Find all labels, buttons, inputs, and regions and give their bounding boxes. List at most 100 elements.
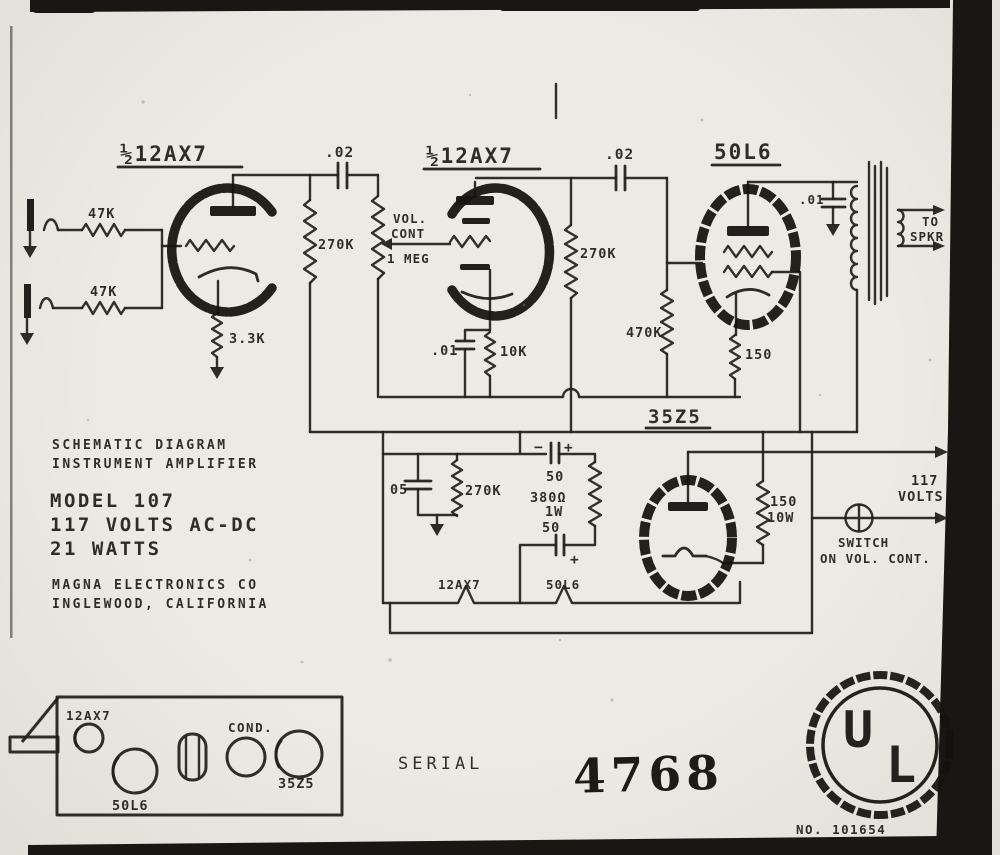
- resistor-470k: [659, 288, 675, 356]
- bottom-border-bar: [28, 836, 941, 855]
- left-border-line: [10, 26, 13, 638]
- ul-letter-u: U: [843, 701, 873, 759]
- label-r-input-2: 47K: [90, 284, 117, 300]
- label-switch-1: SWITCH: [838, 535, 889, 550]
- tube-v3-envelope: [695, 184, 801, 330]
- chassis-layout: 12AX7 50L6 COND. 35Z5: [8, 695, 344, 817]
- scan-border: [10, 0, 992, 855]
- label-c-filter-out: 50: [542, 520, 560, 536]
- label-vol-1: VOL.: [393, 211, 427, 226]
- chassis-socket-cond: [225, 736, 267, 778]
- label-spkr-1: TO: [922, 214, 939, 229]
- return-line: [388, 601, 814, 635]
- label-r-bias: 270K: [465, 483, 502, 499]
- serial-block: SERIAL 4768: [398, 746, 725, 805]
- ground-arrow-bias: [430, 524, 444, 536]
- resistor-150-10w: [755, 479, 771, 547]
- label-c-bias: 05: [390, 482, 408, 498]
- tube-v2-envelope: [447, 183, 555, 321]
- label-cap-minus: −: [534, 440, 544, 456]
- label-tube-v1: ½12AX7: [120, 142, 208, 166]
- tube-v3-plate: [727, 226, 769, 236]
- tube-v2-cathode: [460, 264, 490, 270]
- label-mains-117: 117: [911, 473, 938, 489]
- tube-v2-plate: [456, 196, 494, 205]
- label-vol-2: CONT: [391, 226, 425, 241]
- resistor-380: [587, 460, 603, 528]
- label-c-plate: .01: [799, 192, 825, 207]
- label-tube-v2: ½12AX7: [426, 144, 514, 168]
- ul-mark: U L NO. 101654: [796, 671, 954, 837]
- chassis-cap-can: [177, 732, 208, 782]
- title-line-2: INSTRUMENT AMPLIFIER: [52, 457, 259, 472]
- label-r-filter: 380Ω: [530, 490, 567, 506]
- title-model: MODEL 107: [50, 490, 175, 512]
- label-c-filter-in: 50: [546, 469, 564, 485]
- label-tube-v3: 50L6: [714, 140, 773, 164]
- ground-arrow-plate-cap: [826, 224, 840, 236]
- resistor-270k-2: [563, 223, 579, 300]
- chassis-label-12ax7: 12AX7: [66, 708, 111, 723]
- label-r-filter-watt: 1W: [545, 504, 563, 520]
- serial-label: SERIAL: [398, 754, 483, 774]
- label-r-grid-50l6: 470K: [626, 325, 663, 341]
- heater-string: [381, 580, 742, 605]
- capacitor-02-2: [614, 164, 627, 192]
- ground-arrow-cathode1: [210, 367, 224, 379]
- chassis-label-50l6: 50L6: [112, 798, 149, 814]
- label-tube-v4: 35Z5: [648, 406, 702, 428]
- label-r-cathode-v2: 10K: [500, 344, 527, 360]
- spkr-arrow-top: [933, 205, 945, 215]
- chassis-flap: [20, 697, 60, 743]
- label-cap-plus: +: [564, 440, 574, 456]
- resistor-3k3: [210, 311, 224, 359]
- right-border-bar: [936, 0, 992, 855]
- title-block: SCHEMATIC DIAGRAM INSTRUMENT AMPLIFIER M…: [50, 438, 269, 612]
- label-spkr-2: SPKR: [910, 229, 944, 244]
- label-c-couple-1: .02: [325, 145, 354, 161]
- label-r-plate-1: 270K: [318, 237, 355, 253]
- label-r-plate-2: 270K: [580, 246, 617, 262]
- tube-v3-grid1: [722, 244, 774, 259]
- label-cap-plus-2: +: [570, 552, 580, 568]
- volume-pot: [370, 194, 386, 281]
- resistor-47k-1: [80, 222, 127, 238]
- output-transformer: [849, 160, 945, 434]
- pot-wiper-arrow: [381, 238, 392, 250]
- tube-v2-grid: [448, 234, 492, 249]
- resistor-270k-1: [302, 198, 318, 285]
- capacitor-01-plate: [820, 197, 847, 209]
- ul-inner-circle: [821, 686, 939, 804]
- serial-number-stamp: 4768: [572, 746, 724, 805]
- resistor-10k: [483, 330, 497, 378]
- label-r-dropper-watt: 10W: [767, 510, 794, 526]
- chassis-socket-50l6: [111, 747, 159, 795]
- title-line-1: SCHEMATIC DIAGRAM: [52, 438, 228, 453]
- spkr-arrow-bottom: [933, 241, 945, 251]
- tube-v4-plate: [668, 502, 708, 511]
- tube-v1-envelope: [167, 183, 277, 317]
- chassis-label-cond: COND.: [228, 720, 273, 735]
- input-jack-1: [27, 199, 34, 231]
- resistor-47k-2: [80, 300, 127, 316]
- ul-outer-circle: [806, 671, 954, 819]
- tube-labels: ½12AX7 ½12AX7 50L6 35Z5: [116, 140, 782, 430]
- label-heater-12ax7: 12AX7: [438, 577, 481, 592]
- label-r-dropper: 150: [770, 494, 797, 510]
- label-heater-50l6: 50L6: [546, 577, 580, 592]
- capacitor-50-1: [549, 441, 561, 465]
- input-jack-2: [24, 284, 31, 318]
- circuit-wires: [20, 160, 948, 635]
- mains-arrow-top: [935, 446, 948, 458]
- tube-v4-cathode: [661, 546, 708, 558]
- label-mains-volts: VOLTS: [898, 489, 944, 505]
- ul-file-number: NO. 101654: [796, 822, 886, 837]
- capacitor-02-1: [336, 161, 349, 190]
- ul-letter-l: L: [886, 736, 916, 794]
- chassis-label-35z5: 35Z5: [278, 776, 315, 792]
- tube-v1-cathode: [197, 266, 260, 283]
- tube-v1-plate: [210, 206, 256, 216]
- title-city: INGLEWOOD, CALIFORNIA: [52, 597, 269, 612]
